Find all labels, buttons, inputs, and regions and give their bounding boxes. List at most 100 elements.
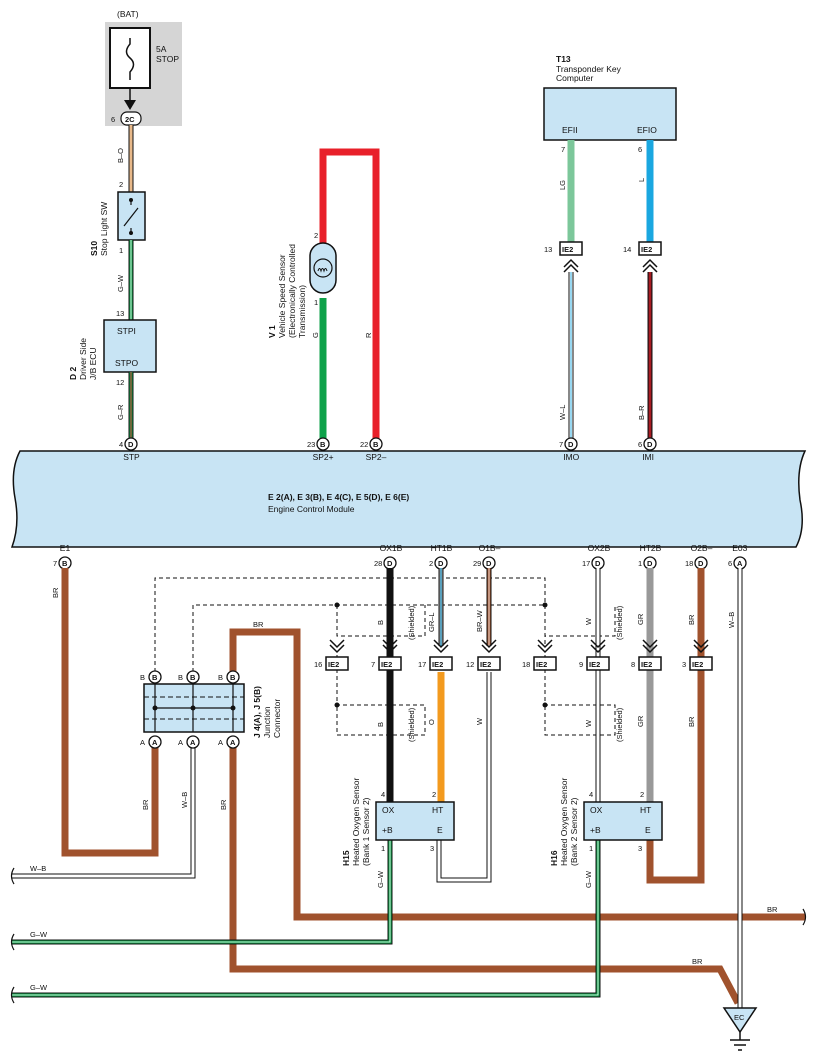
ie2-connector bbox=[378, 656, 402, 671]
chevron-down-icon bbox=[693, 639, 709, 654]
h16-name2: (Bank 2 Sensor 2) bbox=[569, 797, 579, 866]
h16-p1: 1 bbox=[589, 844, 593, 853]
ie2-14-pin: 14 bbox=[623, 245, 631, 254]
pin-number: 18 bbox=[685, 559, 693, 568]
wire-label-w-b-left: W–B bbox=[30, 864, 46, 873]
pin-number: 6 bbox=[638, 440, 642, 449]
pin-number: 7 bbox=[53, 559, 57, 568]
jb-id: D 2 bbox=[68, 367, 78, 381]
ie2-pin: 7 bbox=[371, 660, 375, 669]
bat-pin: 6 bbox=[111, 115, 115, 124]
ie2-13-pin: 13 bbox=[544, 245, 552, 254]
fuse-name: STOP bbox=[156, 54, 179, 64]
pin-number: 23 bbox=[307, 440, 315, 449]
ie2-label: IE2 bbox=[381, 660, 392, 669]
pin-name: E1 bbox=[60, 543, 71, 553]
svg-text:IE2: IE2 bbox=[641, 245, 652, 254]
pin-name: SP2– bbox=[366, 452, 387, 462]
pin-terminal bbox=[369, 437, 383, 451]
stop-sw-pin-top: 2 bbox=[119, 180, 123, 189]
vss-pin-bot: 1 bbox=[314, 298, 318, 307]
h16-p2: 2 bbox=[640, 790, 644, 799]
h15-p1: 1 bbox=[381, 844, 385, 853]
ie2-pin: 3 bbox=[682, 660, 686, 669]
vss-pin-top: 2 bbox=[314, 231, 318, 240]
wire-break-icon bbox=[802, 908, 807, 926]
chevron-up-icon bbox=[642, 258, 658, 273]
pin-number: 28 bbox=[374, 559, 382, 568]
wire-label-w-l: W–L bbox=[558, 405, 567, 420]
wire-label-gr1: GR bbox=[636, 613, 645, 625]
h15-p2: 2 bbox=[432, 790, 436, 799]
ie2-pin: 12 bbox=[466, 660, 474, 669]
t13-id: T13 bbox=[556, 54, 571, 64]
junction-name2: Connector bbox=[272, 699, 282, 738]
wire-label-gr2: GR bbox=[636, 715, 645, 727]
pin-name: STP bbox=[123, 452, 140, 462]
wire-label-g: G bbox=[311, 332, 320, 338]
wire-label-g-w-h16: G–W bbox=[584, 870, 593, 888]
coil-icon bbox=[317, 268, 328, 273]
wire-label-br-right: BR bbox=[767, 905, 778, 914]
chevron-down-icon bbox=[590, 639, 606, 654]
junction-pin bbox=[186, 735, 200, 749]
pin-name: IMO bbox=[563, 452, 579, 462]
engine-control-module bbox=[10, 450, 807, 548]
junction-pin-side: B bbox=[178, 673, 183, 682]
pin-conn-letter: D bbox=[486, 559, 492, 568]
pin-number: 1 bbox=[638, 559, 642, 568]
wire-label-br-o2b: BR bbox=[687, 614, 696, 625]
ie2-label: IE2 bbox=[692, 660, 703, 669]
chevron-down-icon bbox=[382, 639, 398, 654]
wire-label-lg: LG bbox=[558, 180, 567, 190]
ground-ec-triangle bbox=[722, 1007, 758, 1034]
junction-pin bbox=[226, 735, 240, 749]
wire-label-br-top: BR bbox=[253, 620, 264, 629]
h16-name1: Heated Oxygen Sensor bbox=[559, 777, 569, 866]
chevron-down-icon bbox=[481, 639, 497, 654]
ie2-connector bbox=[689, 656, 713, 671]
pin-terminal bbox=[124, 437, 138, 451]
h16-p4: 4 bbox=[589, 790, 593, 799]
ground-label: EC bbox=[734, 1013, 745, 1022]
bat-conn-label: 2C bbox=[125, 115, 135, 124]
wire-label-w1: W bbox=[475, 717, 484, 725]
pin-number: 6 bbox=[728, 559, 732, 568]
ie2-connector bbox=[429, 656, 453, 671]
pin-name: O1B– bbox=[479, 543, 501, 553]
wire-label-b-o: B–O bbox=[116, 148, 125, 163]
pin-conn-letter: D bbox=[595, 559, 601, 568]
ie2-pin: 9 bbox=[579, 660, 583, 669]
junction-pin-letter: B bbox=[230, 673, 236, 682]
pin-number: 22 bbox=[360, 440, 368, 449]
pin-conn-letter: D bbox=[438, 559, 444, 568]
shielded-label-4: (Shielded) bbox=[615, 707, 624, 742]
junction-pin-letter: B bbox=[190, 673, 196, 682]
shielded-label-2: (Shielded) bbox=[407, 707, 416, 742]
chevron-up-icon bbox=[563, 258, 579, 273]
ie2-pin: 18 bbox=[522, 660, 530, 669]
h15-name2: (Bank 1 Sensor 2) bbox=[361, 797, 371, 866]
h16-ht: HT bbox=[640, 805, 651, 815]
wire-break-icon bbox=[10, 933, 15, 951]
wire-label-br-e1: BR bbox=[51, 587, 60, 598]
heated-oxygen-sensor-h15 bbox=[375, 801, 455, 841]
wire-label-l: L bbox=[637, 178, 646, 182]
t13-name1: Transponder Key bbox=[556, 64, 622, 74]
pin-conn-letter: D bbox=[647, 440, 653, 449]
t13-pin-efio: 6 bbox=[638, 145, 642, 154]
wire-break-icon bbox=[10, 986, 15, 1004]
pin-name: SP2+ bbox=[313, 452, 334, 462]
ie2-connector bbox=[638, 656, 662, 671]
wire-label-w2: W bbox=[584, 617, 593, 625]
wire-label-br-j1: BR bbox=[141, 799, 150, 810]
pin-number: 2 bbox=[429, 559, 433, 568]
pin-conn-letter: D bbox=[387, 559, 393, 568]
ie2-13 bbox=[559, 241, 583, 256]
h16-p3: 3 bbox=[638, 844, 642, 853]
ie2-pin: 17 bbox=[418, 660, 426, 669]
junction-pin-side: B bbox=[140, 673, 145, 682]
t13-efii: EFII bbox=[562, 125, 578, 135]
vehicle-speed-sensor bbox=[309, 242, 337, 294]
